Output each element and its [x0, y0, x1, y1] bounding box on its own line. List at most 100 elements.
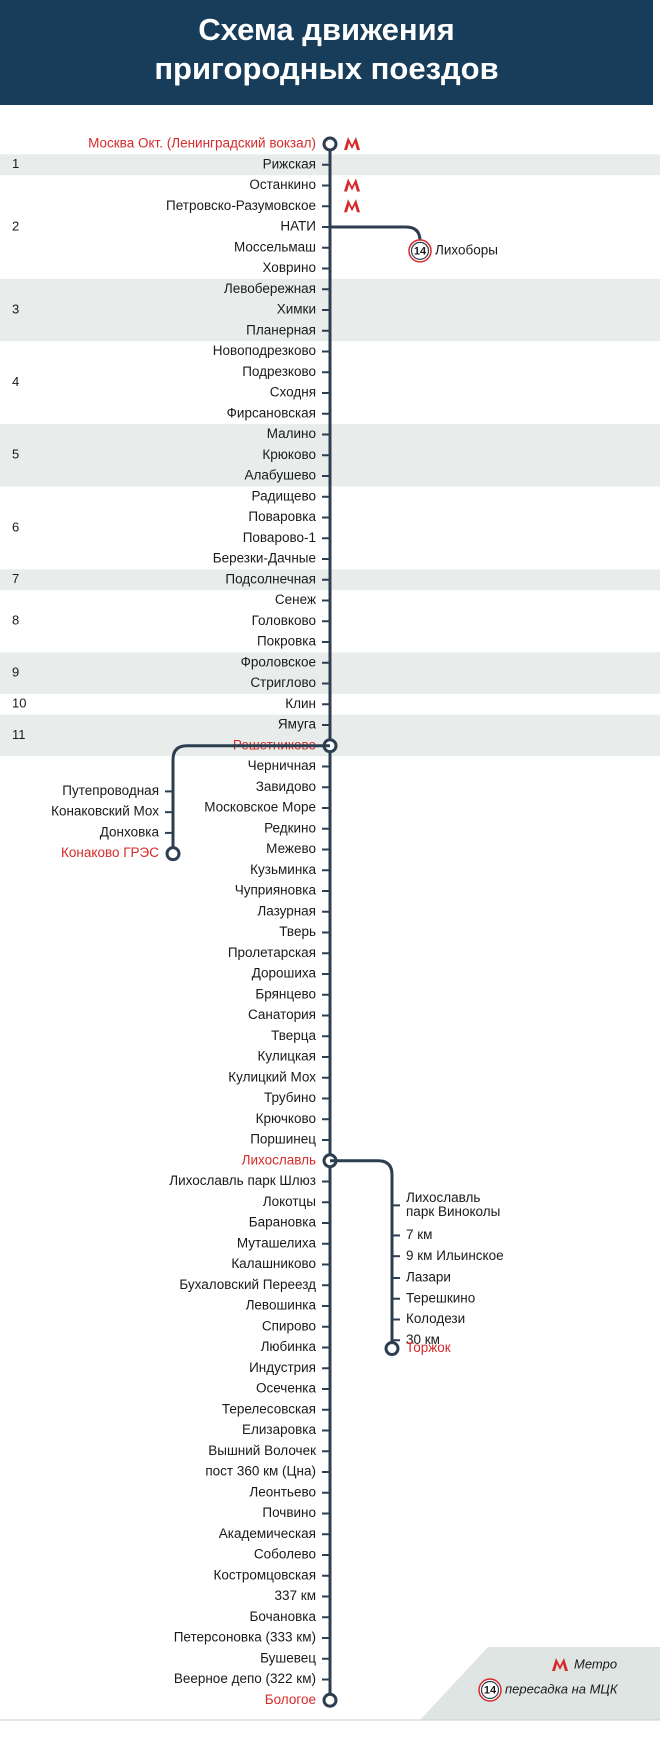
station-label-mck: Лихоборы — [435, 242, 498, 257]
metro-icon-shape — [344, 137, 360, 150]
page-title-line-2: пригородных поездов — [154, 51, 499, 86]
legend-metro-label: Метро — [574, 1656, 617, 1671]
page-title-line-1: Схема движения — [198, 12, 455, 47]
mck-badge-inner-ring — [410, 241, 430, 260]
station-label: Подсолнечная — [225, 571, 316, 586]
station-label: Елизаровка — [242, 1422, 317, 1437]
station-label: Локотцы — [263, 1194, 316, 1209]
station-label: Муташелиха — [237, 1235, 317, 1250]
station-label: Любинка — [261, 1339, 317, 1354]
station-label: Крючково — [256, 1111, 316, 1126]
station-label: Черничная — [248, 758, 316, 773]
station-label: Планерная — [246, 322, 316, 337]
header-banner: Схема движения пригородных поездов — [0, 0, 653, 105]
zone-number: 8 — [12, 613, 19, 628]
station-label: Клин — [285, 696, 316, 711]
zone-number: 3 — [12, 301, 19, 316]
station-label: Кулицкий Мох — [228, 1069, 316, 1084]
station-label: Брянцево — [255, 986, 316, 1001]
station-label: Индустрия — [249, 1360, 316, 1375]
legend-background — [420, 1647, 660, 1720]
station-label: Завидово — [256, 779, 316, 794]
mck-badge-inner-ring — [480, 1680, 500, 1700]
station-label: Спирово — [262, 1318, 316, 1333]
legend-mck-label: пересадка на МЦК — [505, 1681, 619, 1696]
station-label: Кулицкая — [258, 1049, 317, 1064]
station-label: Терешкино — [406, 1290, 475, 1305]
zone-number: 9 — [12, 665, 19, 680]
legend — [420, 1647, 660, 1720]
station-label: Кузьминка — [250, 862, 316, 877]
zone-number: 6 — [12, 519, 19, 534]
station-label: 9 км Ильинское — [406, 1248, 504, 1263]
branch-line-torzhok — [330, 1159, 394, 1349]
station-label: Стриглово — [250, 675, 316, 690]
station-label: Химки — [277, 302, 316, 317]
station-label: Колодези — [406, 1311, 465, 1326]
metro-icon — [344, 178, 360, 192]
station-label: Осеченка — [256, 1381, 317, 1396]
station-label: Сходня — [270, 385, 316, 400]
metro-icon — [344, 199, 360, 213]
station-label: Покровка — [257, 634, 317, 649]
station-label: Соболево — [254, 1547, 316, 1562]
station-label: Ховрино — [262, 260, 316, 275]
station-label: Вышний Волочек — [208, 1443, 316, 1458]
station-label: Малино — [267, 426, 316, 441]
zone-number: 7 — [12, 571, 19, 586]
station-label: Санатория — [248, 1007, 316, 1022]
station-label: Межево — [266, 841, 316, 856]
station-label: Лихославль — [406, 1190, 480, 1205]
station-marker-75 — [322, 1692, 338, 1708]
station-label: Тверь — [279, 924, 316, 939]
station-label: Путепроводная — [62, 783, 159, 798]
zone-number: 10 — [12, 696, 26, 711]
station-marker-konakovo — [165, 846, 181, 862]
station-label: Лихославль парк Шлюз — [169, 1173, 316, 1188]
station-label: Бологое — [265, 1692, 316, 1707]
station-label: Левобережная — [224, 281, 316, 296]
station-label: Редкино — [264, 820, 316, 835]
station-label: Петерсоновка (333 км) — [174, 1630, 316, 1645]
station-label: Петровско-Разумовское — [166, 198, 316, 213]
station-label: Академическая — [219, 1526, 316, 1541]
station-label: Фирсановская — [227, 405, 316, 420]
branch-line-konakovo — [171, 744, 330, 854]
station-label: 30 км — [406, 1332, 440, 1347]
mck-badge-number: 14 — [414, 245, 427, 257]
station-label: Почвино — [262, 1505, 316, 1520]
station-label: Алабушево — [245, 468, 316, 483]
station-label: Поршинец — [250, 1132, 316, 1147]
station-label: Терелесовская — [222, 1401, 316, 1416]
station-label: Конаково ГРЭС — [61, 845, 159, 860]
station-label: Трубино — [264, 1090, 316, 1105]
station-label: Радищево — [252, 488, 316, 503]
mck-badge: 14 — [408, 239, 432, 263]
station-label: Подрезково — [242, 364, 316, 379]
station-label: Торжок — [406, 1340, 451, 1355]
metro-icon-shape — [344, 178, 360, 192]
station-label: Останкино — [249, 177, 316, 192]
station-label: Тверца — [271, 1028, 316, 1043]
station-label: Лазари — [406, 1270, 451, 1285]
station-label: Сенеж — [275, 592, 316, 607]
zone-number: 5 — [12, 447, 19, 462]
zone-number: 4 — [12, 374, 19, 389]
station-marker-torzhok — [384, 1341, 400, 1357]
station-label: парк Виноколы — [406, 1204, 500, 1219]
station-label: Бочановка — [250, 1609, 317, 1624]
station-label: Леонтьево — [249, 1484, 316, 1499]
station-label: Лазурная — [257, 903, 316, 918]
zone-number: 11 — [12, 727, 26, 742]
station-label: Пролетарская — [228, 945, 316, 960]
legend-mck-badge: 14 — [478, 1678, 502, 1702]
mck-badge-number: 14 — [484, 1684, 497, 1696]
station-label: 337 км — [275, 1588, 316, 1603]
station-label: Дорошиха — [252, 966, 317, 981]
station-label: Поварово-1 — [243, 530, 316, 545]
station-label: Чуприяновка — [235, 883, 317, 898]
metro-icon — [552, 1658, 568, 1671]
station-label: Барановка — [249, 1215, 317, 1230]
metro-icon — [344, 137, 360, 150]
station-label: Веерное депо (322 км) — [174, 1671, 316, 1686]
